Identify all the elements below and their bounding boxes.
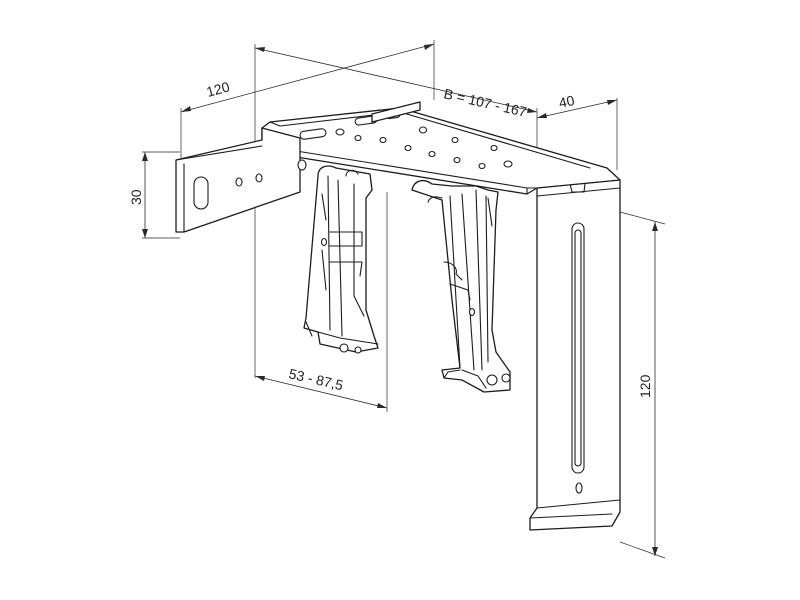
dim-label-bracket-depth: B = 107 - 167: [442, 85, 528, 120]
vertical-slot-hole: [571, 222, 585, 474]
dim-label-arm-height: 30: [128, 189, 144, 205]
plate-mounting-hole: [575, 482, 583, 494]
extension-lines: [142, 40, 666, 559]
left-clip: [303, 165, 379, 354]
dimension-lines: [142, 43, 658, 556]
dim-label-clip-spacing: 53 - 87,5: [287, 365, 345, 393]
dim-label-plate-offset: 40: [557, 92, 576, 111]
wall-plate: [529, 163, 621, 531]
right-clip: [411, 179, 511, 393]
top-carrier: [261, 107, 621, 195]
dim-label-overhang-width: 120: [205, 78, 232, 100]
adjustable-arm: [175, 101, 421, 233]
arm-slot-hole: [193, 176, 209, 210]
dim-label-plate-height: 120: [637, 374, 653, 398]
